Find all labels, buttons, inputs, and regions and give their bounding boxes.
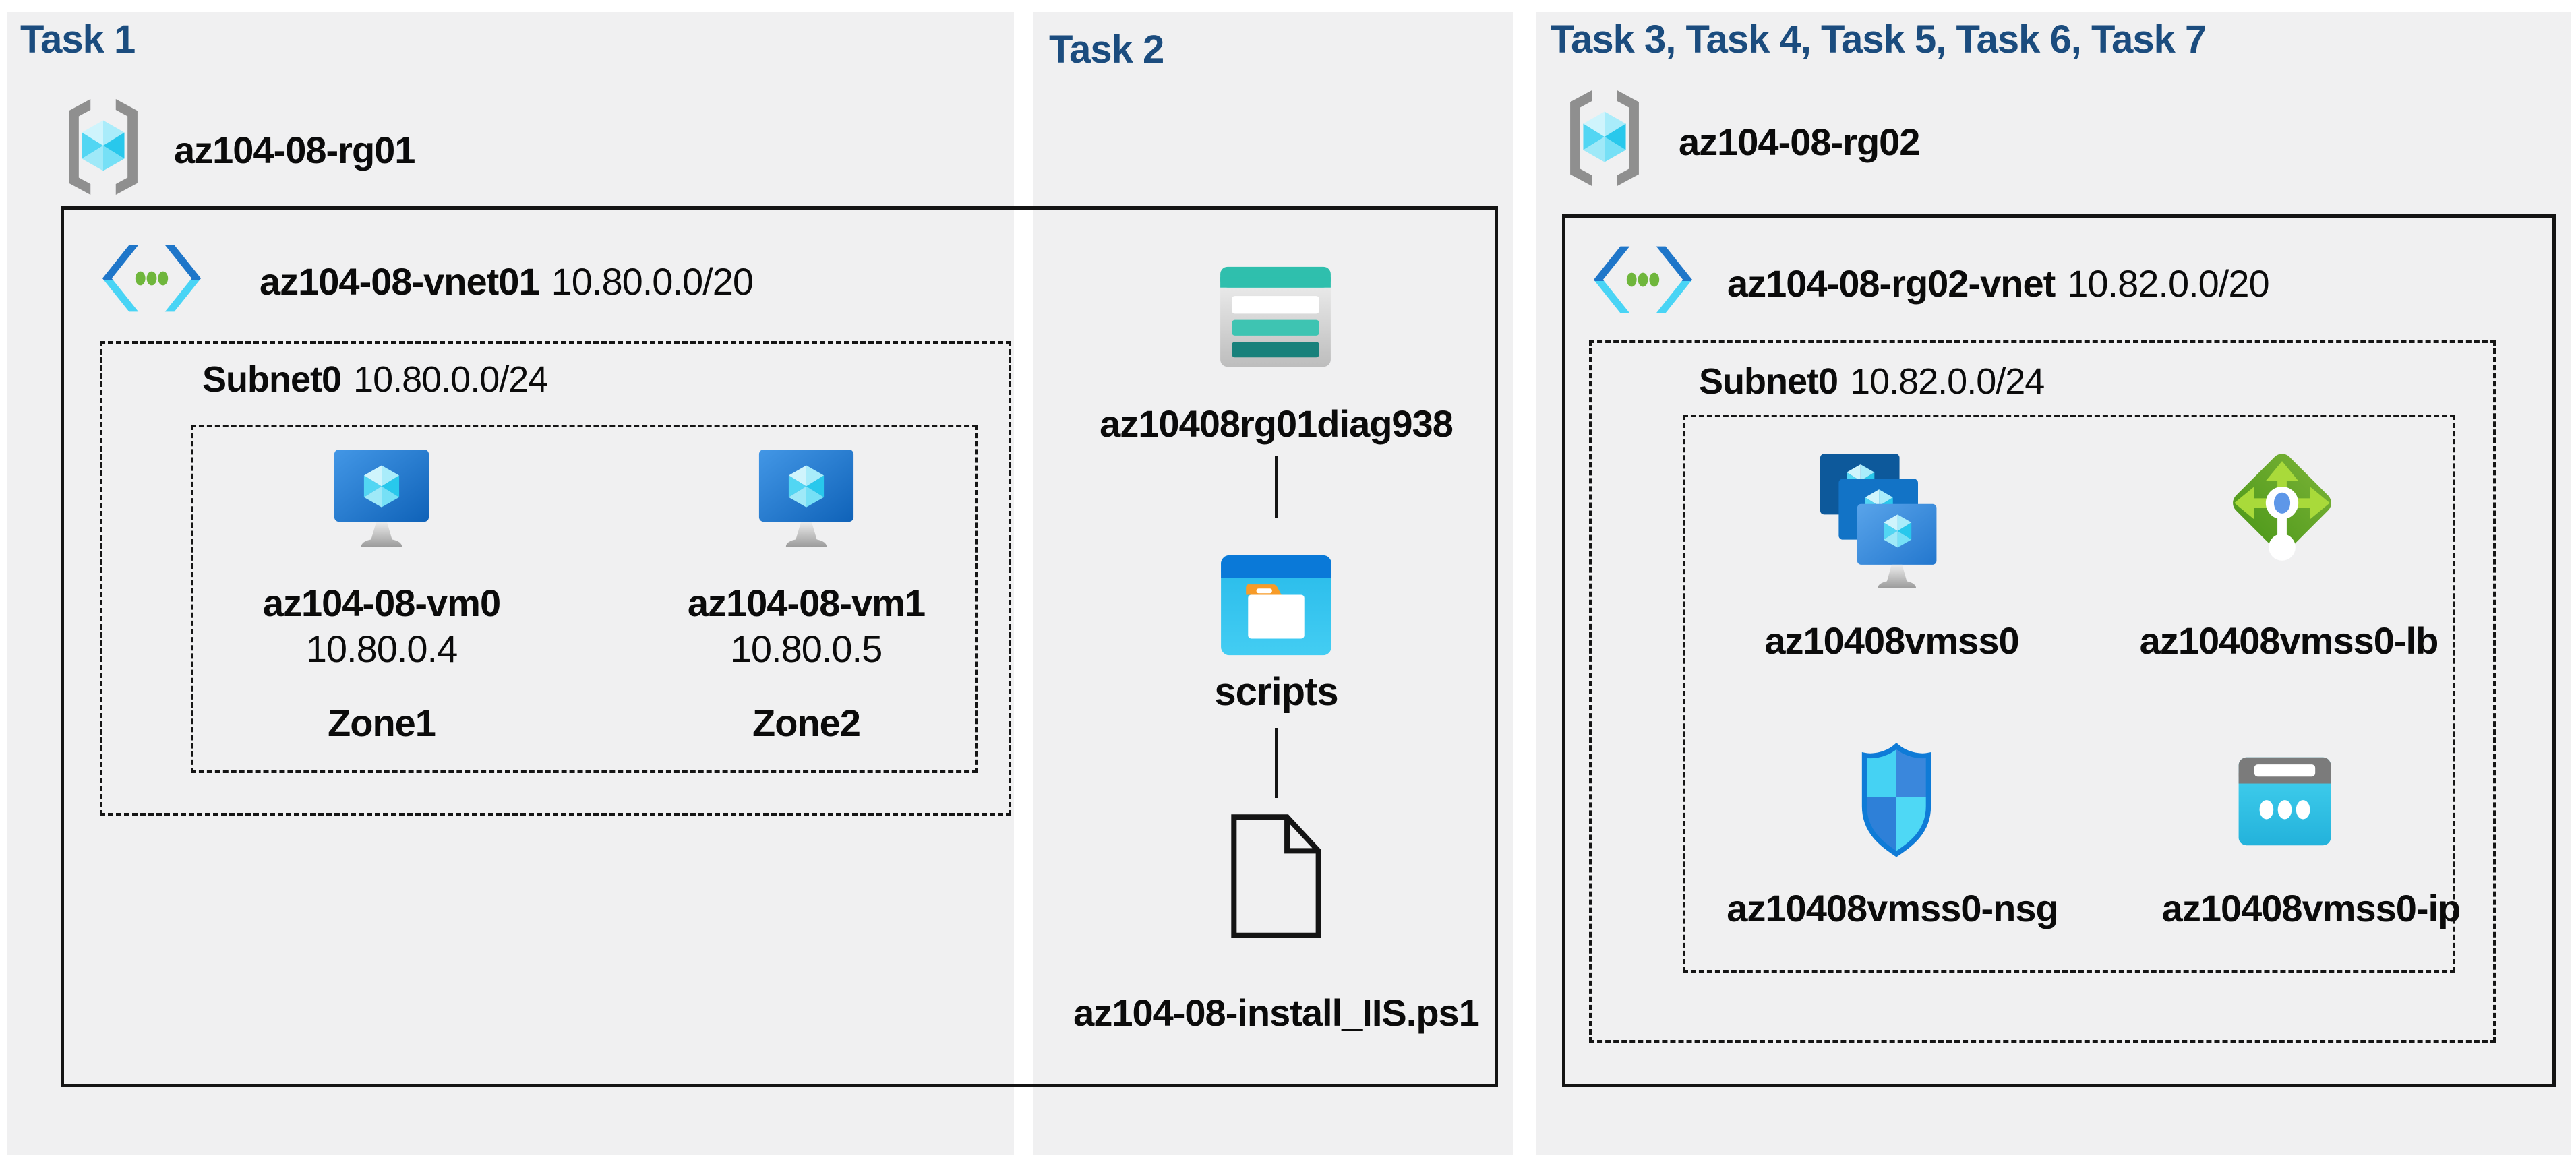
nsg-icon — [1855, 739, 1938, 861]
subnet0-box-task1 — [100, 341, 1011, 816]
resource-group-icon — [1559, 88, 1650, 189]
vmss-label: az10408vmss0 — [1764, 619, 2019, 662]
virtual-network-icon — [1590, 243, 1696, 317]
connector-storage-to-folder — [1275, 456, 1278, 518]
nsg-label: az10408vmss0-nsg — [1727, 887, 2058, 929]
virtual-network-icon — [98, 241, 205, 315]
task1-title: Task 1 — [20, 18, 136, 61]
public-ip-label: az10408vmss0-ip — [2161, 887, 2461, 929]
subnet0-cidr-task1: 10.80.0.0/24 — [353, 359, 548, 400]
public-ip-icon — [2237, 755, 2333, 848]
file-icon — [1224, 810, 1328, 942]
virtual-machine-icon — [332, 446, 431, 554]
task3-7-title: Task 3, Task 4, Task 5, Task 6, Task 7 — [1551, 18, 2207, 61]
virtual-machine-icon — [757, 446, 856, 554]
subnet0-box-task37 — [1589, 340, 2496, 1043]
rg02-vnet-cidr: 10.82.0.0/20 — [2067, 262, 2269, 305]
task1-panel — [7, 12, 1014, 1155]
scripts-folder-label: scripts — [1214, 670, 1338, 714]
task2-title: Task 2 — [1049, 28, 1164, 71]
subnet0-name-task37: Subnet0 — [1699, 361, 1838, 402]
vnet01-label: az104-08-vnet01 10.80.0.0/20 — [260, 259, 754, 303]
vnet01-boundary-box — [61, 206, 1498, 1087]
vm0-zone: Zone1 — [328, 702, 436, 744]
subnet0-name-task1: Subnet0 — [202, 359, 342, 400]
rg02-vnet-label: az104-08-rg02-vnet 10.82.0.0/20 — [1727, 262, 2270, 305]
vm1-name: az104-08-vm1 — [687, 582, 926, 624]
rg02-vnet-name: az104-08-rg02-vnet — [1727, 262, 2056, 305]
load-balancer-label: az10408vmss0-lb — [2139, 619, 2439, 662]
load-balancer-icon — [2218, 443, 2346, 590]
vmss-resources-box — [1683, 415, 2455, 973]
rg02-vnet-boundary-box — [1562, 214, 2556, 1087]
subnet0-label-task1: Subnet0 10.80.0.0/24 — [202, 359, 548, 400]
rg01-label: az104-08-rg01 — [174, 129, 415, 171]
vnet01-cidr: 10.80.0.0/20 — [551, 260, 754, 303]
vnet01-name: az104-08-vnet01 — [260, 260, 540, 303]
resource-group-icon — [58, 96, 148, 197]
vm0-name: az104-08-vm0 — [262, 582, 501, 624]
connector-folder-to-file — [1275, 728, 1278, 798]
storage-account-label: az10408rg01diag938 — [1100, 402, 1454, 445]
vm-zone-box — [191, 425, 978, 773]
subnet0-cidr-task37: 10.82.0.0/24 — [1850, 361, 2045, 402]
rg02-label: az104-08-rg02 — [1679, 121, 1920, 163]
vm1-ip: 10.80.0.5 — [730, 627, 883, 670]
storage-account-icon — [1218, 263, 1333, 371]
folder-icon — [1219, 553, 1334, 658]
vm0-ip: 10.80.0.4 — [305, 627, 458, 670]
install-script-label: az104-08-install_IIS.ps1 — [1073, 991, 1480, 1034]
vmss-icon — [1819, 452, 1951, 605]
task3-7-panel — [1536, 12, 2571, 1155]
vm1-zone: Zone2 — [752, 702, 861, 744]
subnet0-label-task37: Subnet0 10.82.0.0/24 — [1699, 361, 2045, 402]
